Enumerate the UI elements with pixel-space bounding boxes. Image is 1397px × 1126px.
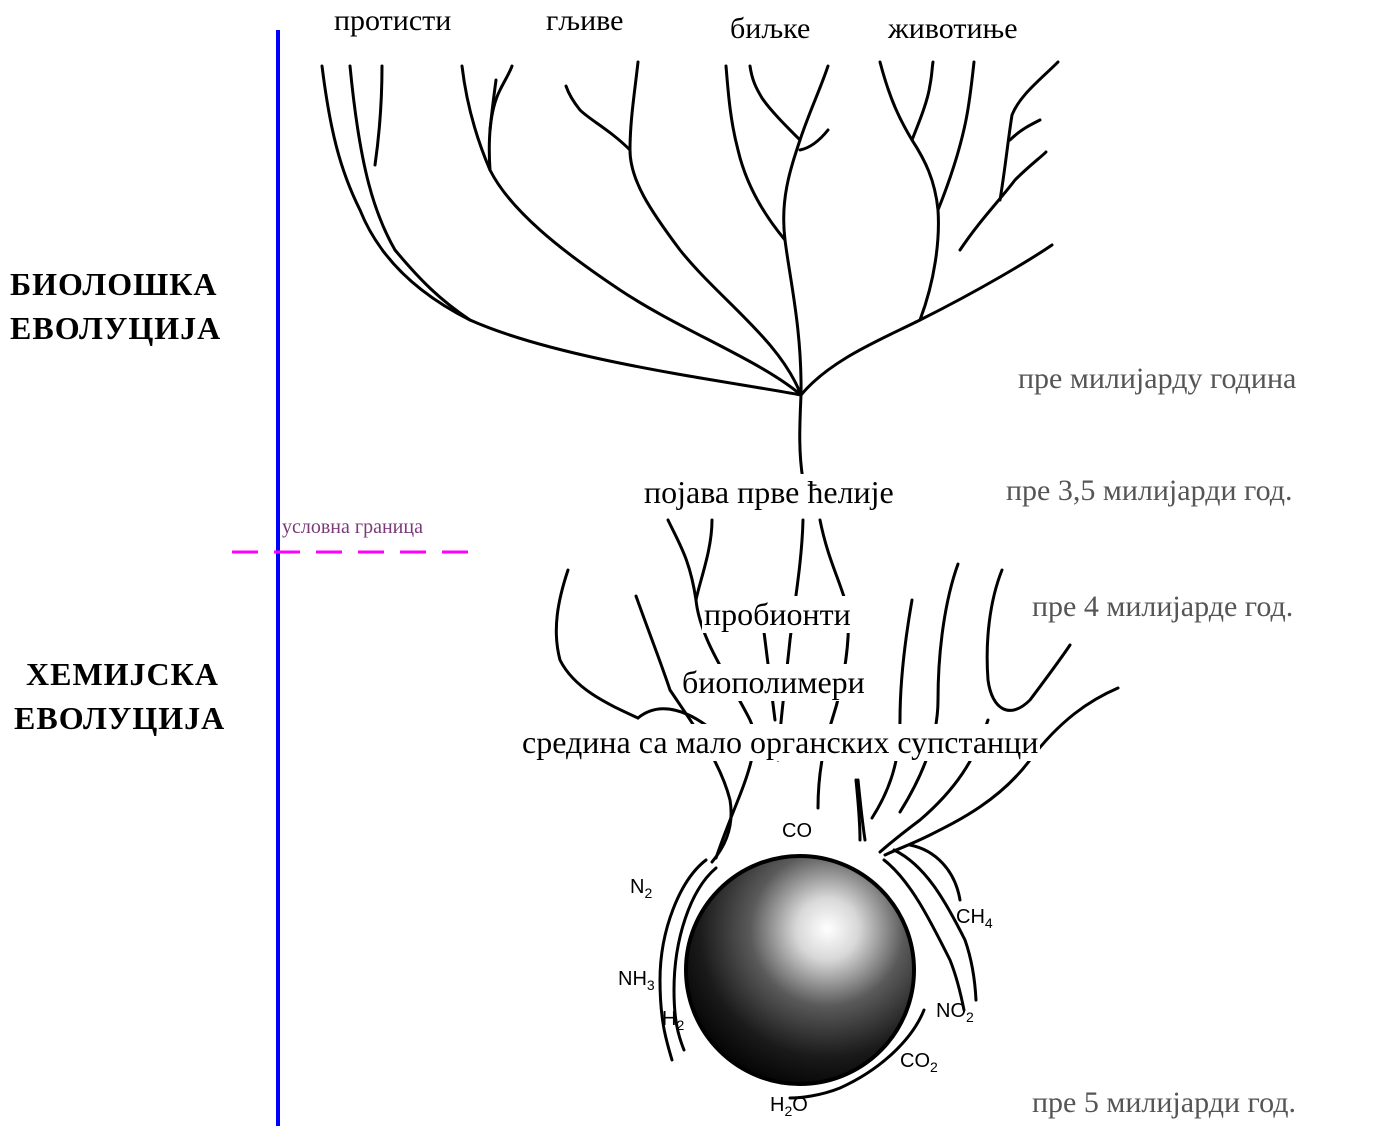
era-biological-line1: БИОЛОШКА: [10, 262, 221, 306]
stage-first-cell: појава прве ћелије: [642, 474, 896, 511]
time-4-billion: пре 4 милијарде год.: [1032, 590, 1293, 624]
stage-probionts: пробионти: [702, 596, 853, 633]
gas-nh3: NH3: [618, 968, 655, 993]
gas-co: CO: [782, 820, 812, 845]
kingdom-protists: протисти: [334, 4, 451, 38]
era-biological: БИОЛОШКА ЕВОЛУЦИЈА: [10, 262, 221, 350]
era-biological-line2: ЕВОЛУЦИЈА: [10, 306, 221, 350]
era-chemical-line2: ЕВОЛУЦИЈА: [14, 696, 225, 740]
earth-sphere: [686, 856, 914, 1084]
gas-h2: H2: [662, 1008, 684, 1033]
time-3-5-billion: пре 3,5 милијарди год.: [1006, 474, 1292, 508]
kingdom-fungi: гљиве: [546, 4, 623, 38]
kingdom-plants: биљке: [730, 12, 810, 46]
stage-environment: средина са мало органских супстанци: [520, 724, 1040, 761]
era-chemical: ХЕМИЈСКА ЕВОЛУЦИЈА: [14, 652, 225, 740]
era-chemical-line1: ХЕМИЈСКА: [14, 652, 225, 696]
time-5-billion: пре 5 милијарди год.: [1032, 1086, 1296, 1120]
gas-no2: NO2: [936, 1000, 974, 1025]
gas-h2o: H2O: [770, 1094, 808, 1119]
gas-n2: N2: [630, 876, 652, 901]
stage-biopolymers: биополимери: [680, 664, 867, 701]
kingdom-animals: животиње: [888, 12, 1018, 46]
gas-co2: CO2: [900, 1050, 938, 1075]
gas-ch4: CH4: [956, 906, 993, 931]
tree-of-life: [322, 62, 1058, 480]
boundary-label: условна граница: [282, 516, 423, 539]
time-1-billion: пре милијарду година: [1018, 362, 1296, 396]
